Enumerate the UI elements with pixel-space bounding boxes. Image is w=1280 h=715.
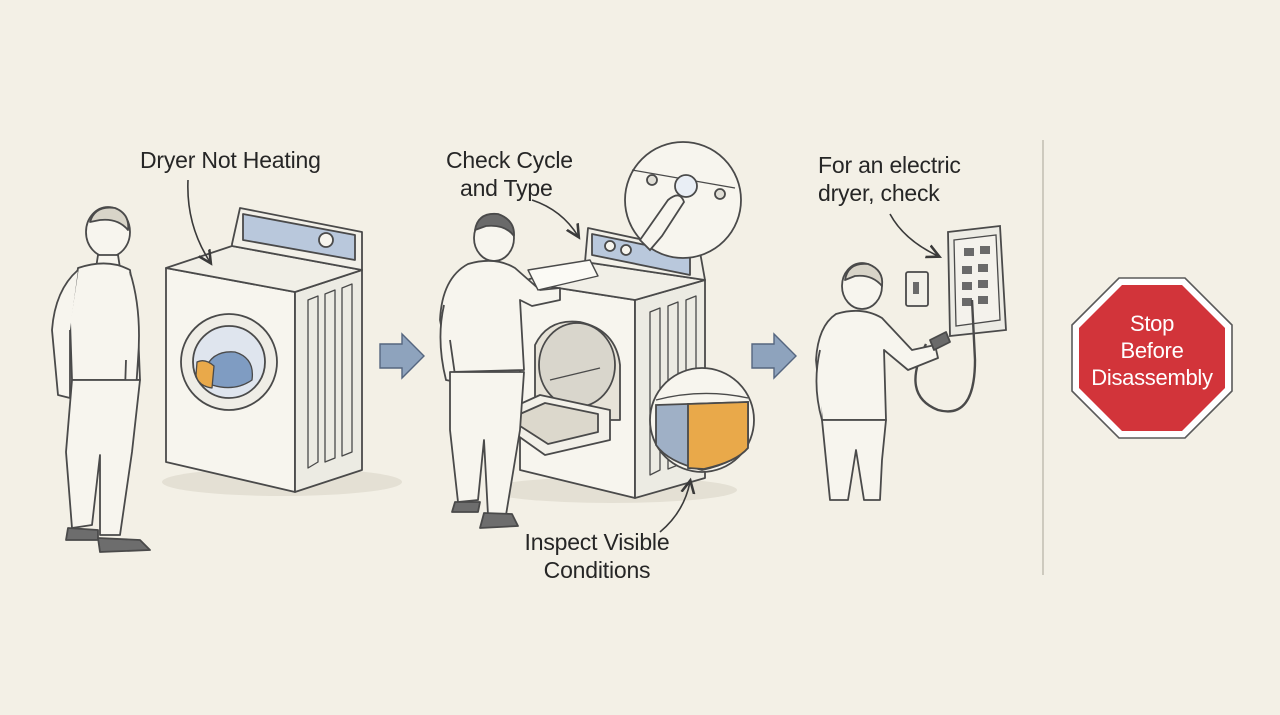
zoom-lint-filter bbox=[649, 367, 755, 473]
label-line: Inspect Visible bbox=[524, 529, 670, 555]
label-check-cycle-type: Check Cycle and Type bbox=[446, 146, 573, 202]
pointer-arrow-2 bbox=[531, 199, 578, 236]
pointer-arrow-4 bbox=[889, 213, 938, 256]
pointer-arrow-1 bbox=[187, 179, 210, 262]
stop-line: Before bbox=[1120, 338, 1184, 363]
label-electric-dryer-check: For an electric dryer, check bbox=[818, 151, 961, 207]
flow-arrow-2 bbox=[751, 332, 797, 380]
stop-sign-icon bbox=[1071, 277, 1233, 439]
stop-line: Stop bbox=[1129, 311, 1175, 336]
person-1 bbox=[51, 206, 151, 553]
breaker-panel bbox=[947, 224, 1007, 337]
dryer-1 bbox=[162, 207, 402, 496]
person-3 bbox=[815, 262, 951, 501]
label-line: Conditions bbox=[543, 557, 651, 583]
stop-line: Disassembly bbox=[1091, 365, 1213, 390]
stop-sign-text: Stop Before Disassembly bbox=[1072, 310, 1232, 391]
person-2 bbox=[439, 212, 599, 529]
label-line: dryer, check bbox=[818, 180, 940, 206]
pointer-arrow-3 bbox=[659, 482, 690, 533]
zoom-control-knob bbox=[624, 141, 742, 259]
flow-arrow-1 bbox=[379, 332, 425, 380]
label-inspect-visible-conditions: Inspect Visible Conditions bbox=[512, 528, 682, 584]
wall-outlet bbox=[905, 271, 977, 413]
label-dryer-not-heating: Dryer Not Heating bbox=[140, 146, 321, 174]
label-line: and Type bbox=[460, 175, 553, 201]
label-line: Check Cycle bbox=[446, 147, 573, 173]
dryer-2 bbox=[487, 227, 737, 503]
label-line: Dryer Not Heating bbox=[140, 147, 321, 173]
label-line: For an electric bbox=[818, 152, 961, 178]
